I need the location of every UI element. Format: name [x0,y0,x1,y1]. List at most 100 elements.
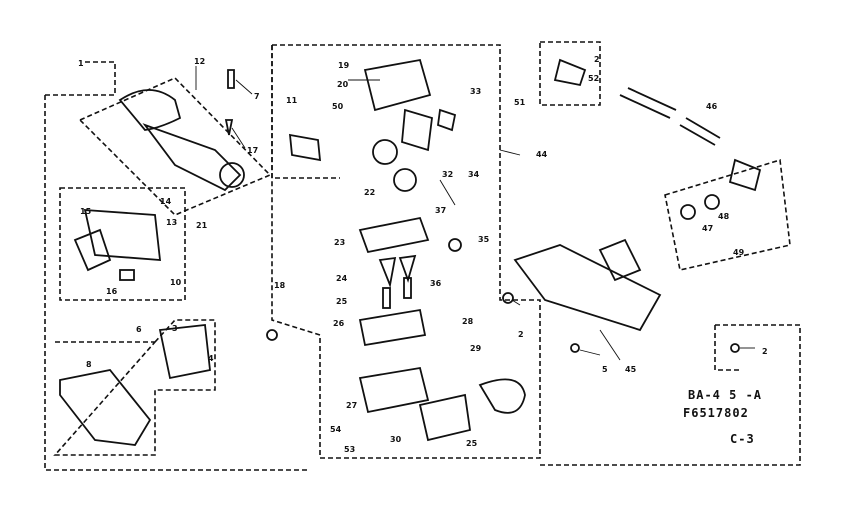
callout-12: 37 [435,206,447,215]
part-17 [224,119,234,136]
leader-2b [714,325,740,371]
part-15-lever [73,228,112,272]
callout-45: 54 [330,425,342,434]
part-3-bracket [158,324,211,380]
part-8-body [59,369,152,446]
callout-7: 20 [337,80,349,89]
part-7 [227,69,235,89]
callout-30: 35 [478,235,490,244]
callout-25: 23 [334,238,346,247]
callout-29: 36 [430,279,442,288]
callout-4: 11 [286,96,298,105]
part-46-shaft [679,117,721,146]
callout-3: 17 [247,146,259,155]
leader-7 [235,79,253,95]
callout-31: 28 [462,317,474,326]
part-37-ring [393,168,417,192]
part-35-nut [448,238,462,252]
callout-17: 46 [706,102,718,111]
callout-33: 47 [702,224,714,233]
callout-9: 33 [470,87,482,96]
callout-27: 25 [336,297,348,306]
part-20-bracket [363,58,432,112]
part-2-screw [502,292,514,304]
part-26-plate [358,308,427,347]
part-24-cone [378,256,397,289]
box-part-8 [53,319,216,456]
part-52 [553,58,587,87]
part-25-pin [382,287,391,309]
part-5-screw [570,343,580,353]
box-part-52 [539,41,601,106]
callout-48: 25 [466,439,478,448]
callout-39: 3 [172,324,178,333]
callout-10: 32 [442,170,454,179]
part-46-end [728,158,762,192]
callout-8: 22 [364,188,376,197]
part-46-shaft-top [619,87,677,119]
leader-37 [439,179,456,206]
callout-42: 8 [86,360,92,369]
part-16-block [119,269,135,281]
callout-38: 2 [762,347,768,356]
part-12-horn [118,89,182,131]
callout-28: 26 [333,319,345,328]
callout-46: 53 [344,445,356,454]
part-18-nut [266,329,278,341]
leader-17 [231,127,246,149]
callout-1: 12 [194,57,206,66]
callout-24: 18 [274,281,286,290]
callout-34: 49 [733,248,745,257]
callout-18: 14 [160,197,172,206]
callout-32: 48 [718,212,730,221]
center-top-border [271,45,340,179]
callout-14: 2 [594,55,600,64]
part-24b-cone [398,254,417,283]
part-45-frame [513,244,662,332]
box-group-44 [271,44,541,459]
callout-20: 13 [166,218,178,227]
callout-44: 29 [470,344,482,353]
right-bottom-border [540,324,801,466]
part-29-cam [478,378,526,414]
part-47-gear [680,204,696,220]
box-part-49 [664,158,791,271]
callout-15: 52 [588,74,600,83]
leader-44 [499,149,521,156]
callout-23: 10 [170,278,182,287]
box-part-13 [59,187,186,301]
part-2c-screw [730,343,740,353]
part-13-plate [83,209,162,261]
stamp-code: F6517802 [683,406,749,420]
stamp-ref: BA-4 5 -A [688,388,763,402]
part-23-plate [358,216,430,254]
part-30-block [418,393,472,442]
part-36-pin [403,277,412,299]
callout-19: 15 [80,207,92,216]
callout-21: 21 [196,221,208,230]
callout-40: 6 [136,325,142,334]
callout-47: 30 [390,435,402,444]
callout-16: 51 [514,98,526,107]
stamp-page: C-3 [730,432,755,446]
part-45-ear [598,238,642,282]
callout-11: 34 [468,170,480,179]
part-12-body [142,123,242,192]
part-11-coil [288,133,322,162]
part-27-base [358,366,430,414]
callout-35: 2 [518,330,524,339]
callout-13: 44 [536,150,548,159]
callout-43: 27 [346,401,358,410]
callout-37: 5 [602,365,608,374]
callout-26: 24 [336,274,348,283]
callout-6: 19 [338,61,350,70]
part-33-clip [437,108,457,132]
part-32-plate [401,108,433,152]
part-48-gear [704,194,720,210]
box-part-12 [78,77,272,216]
leader-45 [599,329,621,361]
left-group-border [44,62,310,471]
leader-5 [579,349,601,356]
